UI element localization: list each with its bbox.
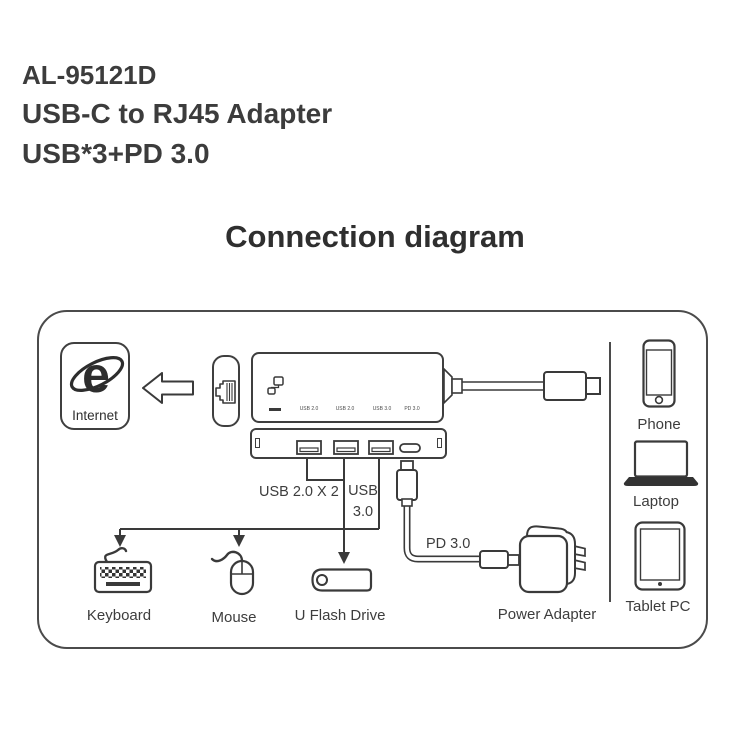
rj45-port <box>212 355 240 427</box>
phone-label: Phone <box>637 416 681 433</box>
side-notch-right <box>437 438 442 448</box>
side-notch-left <box>255 438 260 448</box>
connection-diagram-panel: e Internet USB 2.0 USB 2.0 USB 3.0 PD 3 <box>37 310 708 649</box>
usb2-group-label: USB 2.0 X 2 <box>259 484 339 500</box>
keyboard-label: Keyboard <box>86 607 152 624</box>
tablet-icon <box>634 521 686 591</box>
hub-port-label-usb2-a: USB 2.0 <box>299 406 319 412</box>
flash-drive-label: U Flash Drive <box>294 607 386 624</box>
ethernet-icon <box>267 376 284 395</box>
svg-text:e: e <box>82 347 110 403</box>
usb-a-port-icon <box>368 440 394 455</box>
connection-lines <box>114 459 380 564</box>
internet-explorer-icon: e <box>69 347 125 403</box>
mouse-icon <box>210 550 255 596</box>
hub-side-view <box>250 428 447 459</box>
phone-icon <box>642 339 676 408</box>
internet-label: Internet <box>72 408 118 423</box>
usb-c-host-cable <box>443 368 601 405</box>
laptop-label: Laptop <box>633 493 679 510</box>
usb3-label-line1: USB <box>348 483 378 499</box>
usb-a-port-icon <box>296 440 322 455</box>
pd-cable <box>396 460 520 569</box>
flash-drive-icon <box>311 568 373 592</box>
usb-a-port-icon <box>333 440 359 455</box>
internet-box: e Internet <box>60 342 130 430</box>
hub-port-label-usb3: USB 3.0 <box>372 406 392 412</box>
laptop-icon <box>623 440 699 486</box>
hub-top-view: USB 2.0 USB 2.0 USB 3.0 PD 3.0 <box>251 352 444 423</box>
hub-port-label-pd: PD 3.0 <box>404 406 420 412</box>
keyboard-icon <box>93 547 153 594</box>
pd-label: PD 3.0 <box>426 536 471 552</box>
mouse-label: Mouse <box>211 609 257 626</box>
tablet-label: Tablet PC <box>625 598 691 615</box>
product-title: USB-C to RJ45 Adapter <box>22 98 333 129</box>
usb3-label-line2: 3.0 <box>352 504 374 520</box>
left-arrow-icon <box>142 372 194 404</box>
section-title: Connection diagram <box>225 219 525 254</box>
rj45-jack-icon <box>215 380 236 404</box>
power-adapter-icon <box>518 525 586 594</box>
separator-line <box>609 342 611 602</box>
hub-port-label-usb2-b: USB 2.0 <box>335 406 355 412</box>
usb3-label: USB 3.0 <box>345 481 381 523</box>
power-adapter-label: Power Adapter <box>497 606 597 623</box>
product-model: AL-95121D <box>22 60 157 90</box>
usb-c-port-icon <box>399 443 421 453</box>
product-subtitle: USB*3+PD 3.0 <box>22 138 210 169</box>
indicator-dash <box>269 408 281 411</box>
